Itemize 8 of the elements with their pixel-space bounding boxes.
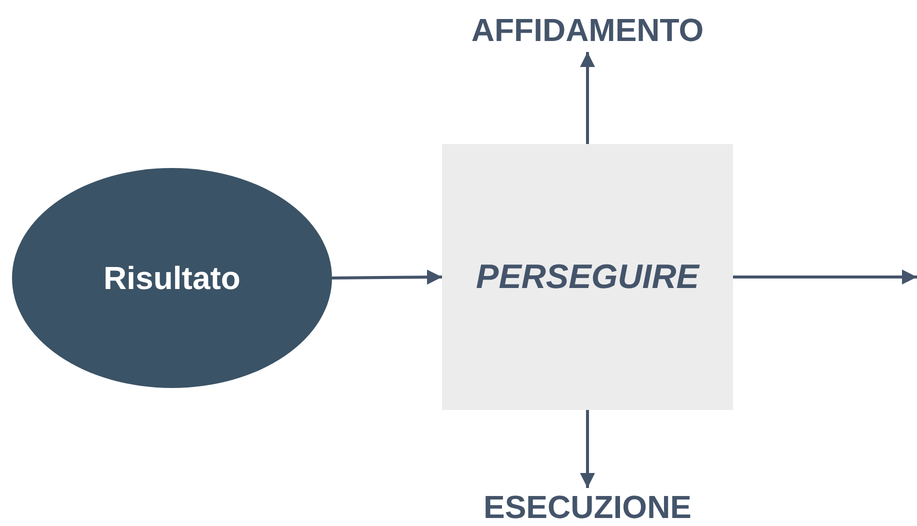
outcome-label: AFFIDAMENTO <box>438 8 738 52</box>
process-box: PERSEGUIRE <box>442 144 733 410</box>
arrow <box>580 52 595 144</box>
arrow <box>580 410 595 488</box>
outcome-label: ESECUZIONE <box>438 488 738 526</box>
arrow <box>733 270 917 284</box>
arrow <box>332 270 442 285</box>
result-ellipse: Risultato <box>12 168 332 388</box>
